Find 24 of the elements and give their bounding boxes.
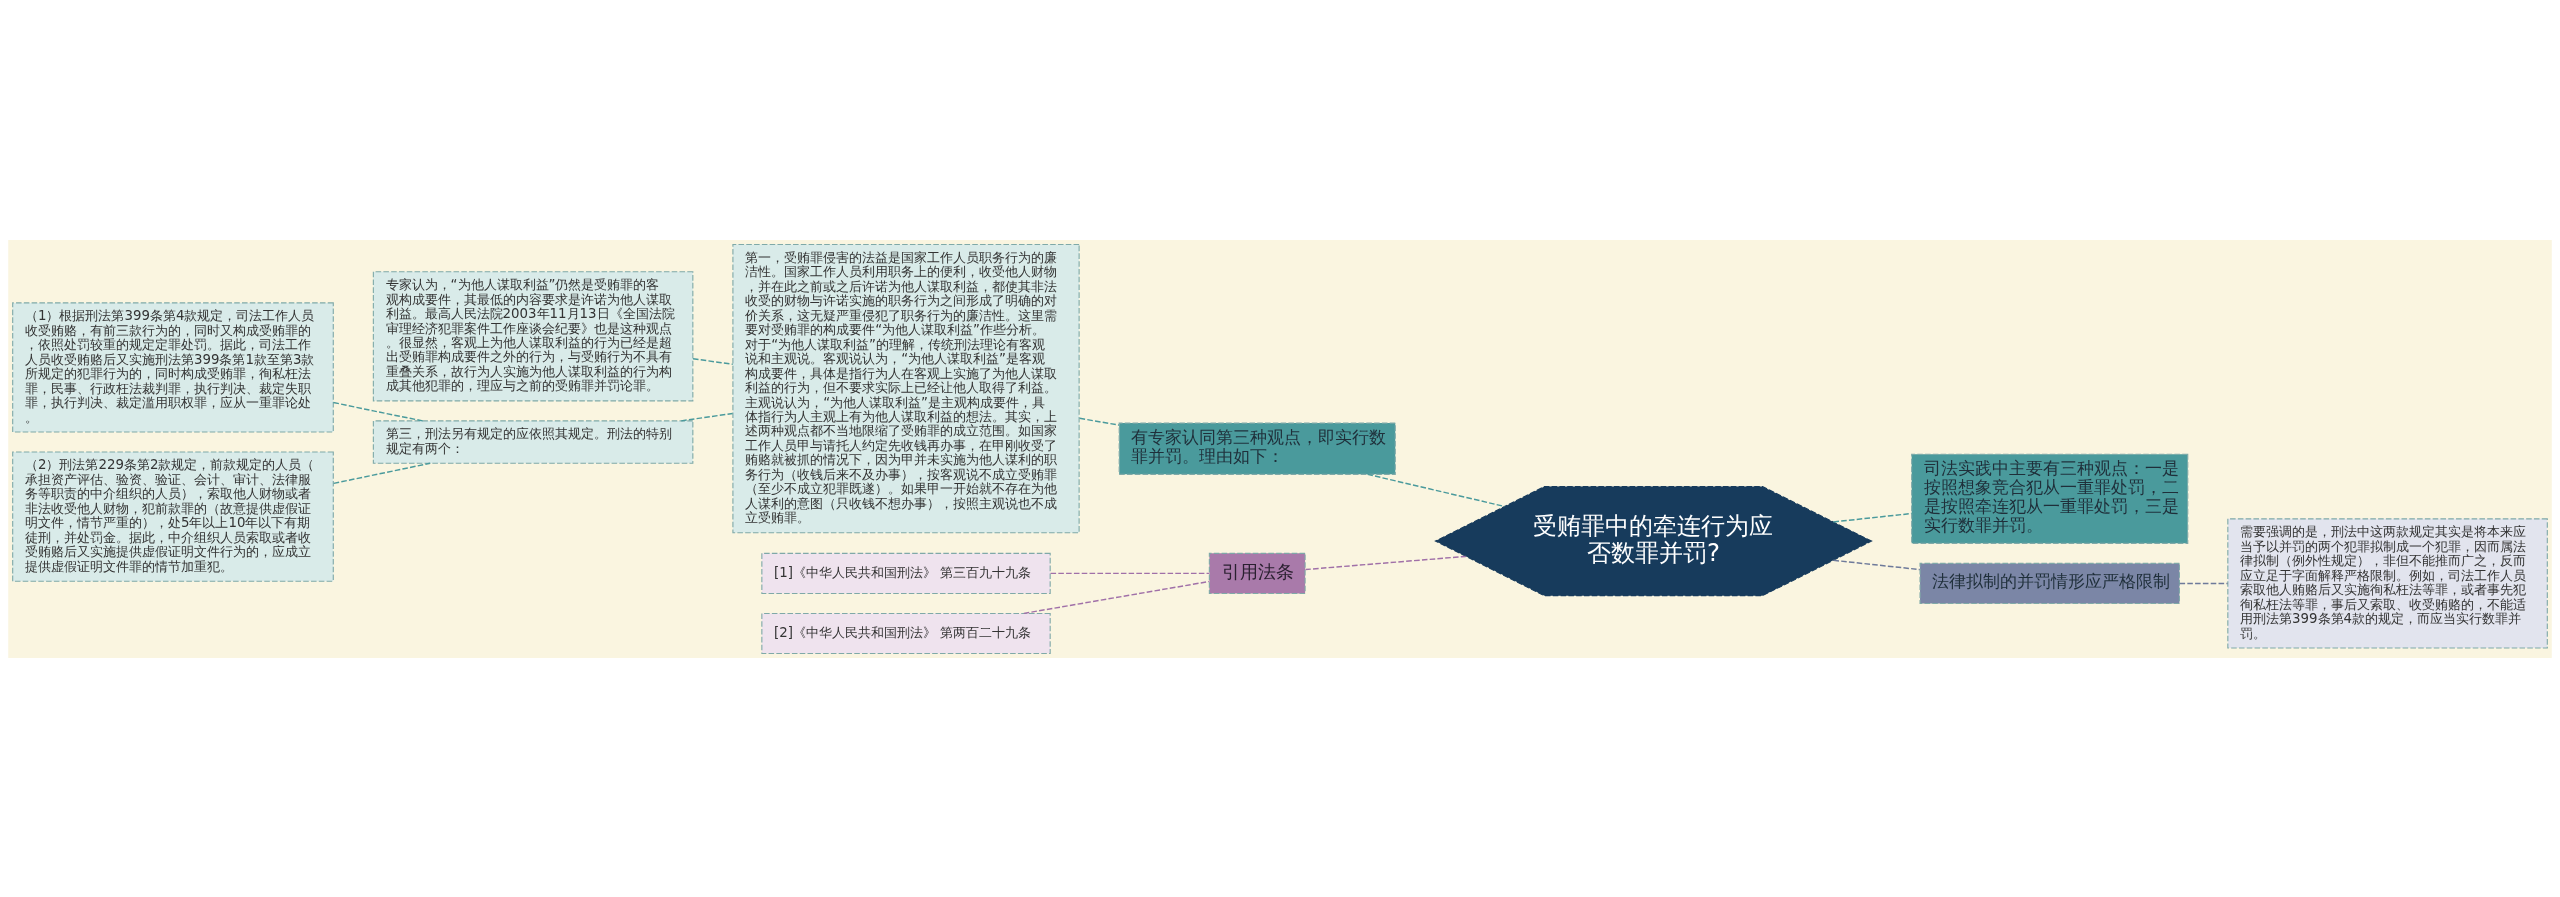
connector xyxy=(1832,559,1921,570)
node-box: （1）根据刑法第399条第4款规定，司法工作人员收受贿赂，有前三款行为的，同时又构成受贿罪的，依照处罚较重的规定定罪处罚。据此，司法工作人员收受贿赂后又实施刑法第399条第1款至第3款所规定的犯罪行为的，同时构成受贿罪，徇私枉法罪，民事、行政枉法裁判罪，执行判决、裁定失职罪，执行判决、裁定滥用职权罪，应从一重罪论处。 xyxy=(12,301,334,433)
connector xyxy=(1304,555,1467,570)
node-box: 引用法条 xyxy=(1208,552,1306,594)
connector xyxy=(332,462,431,484)
connector xyxy=(2178,582,2229,584)
node-box: 需要强调的是，刑法中这两款规定其实是将本来应当予以并罚的两个犯罪拟制成一个犯罪，因而属法律拟制（例外性规定），非但不能推而广之，反而应立足于字面解释严格限制。例如，司法工作人员索取他人贿赂后又实施徇私枉法等罪，或者事先犯徇私枉法等罪，事后又索取、收受贿赂的，不能适用刑法第399条第4款的规定，而应当实行数罪并罚。 xyxy=(2227,517,2548,649)
node-box: [1]《中华人民共和国刑法》 第三百九十九条 xyxy=(761,552,1051,594)
node-box: （2）刑法第229条第2款规定，前款规定的人员（承担资产评估、验资、验证、会计、审计、法律服务等职责的中介组织的人员），索取他人财物或者非法收受他人财物，犯前款罪的（故意提供虚假证明文件，情节严重的），处5年以上10年以下有期徒刑，并处罚金。据此，中介组织人员索取或者收受贿赂后又实施提供虚假证明文件行为的，应成立提供虚假证明文件罪的情节加重犯。 xyxy=(12,451,334,582)
connector xyxy=(1078,417,1120,426)
connector xyxy=(1832,512,1913,523)
node-box: 第三，刑法另有规定的应依照其规定。刑法的特别规定有两个： xyxy=(372,419,694,464)
node-box: 专家认为，“为他人谋取利益”仍然是受贿罪的客观构成要件，其最低的内容要求是许诺为他人谋取利益。最高人民法院2003年11月13日《全国法院审理经济犯罪案件工作座谈会纪要》也是这种观点。很显然，客观上为他人谋取利益的行为已经是超出受贿罪构成要件之外的行为，与受贿行为不具有重叠关系，故行为人实施为他人谋取利益的行为构成其他犯罪的，理应与之前的受贿罪并罚论罪。 xyxy=(372,270,694,401)
connector xyxy=(1366,473,1506,507)
connector xyxy=(332,401,424,422)
node-box: 有专家认同第三种观点，即实行数罪并罚。理由如下： xyxy=(1118,422,1396,475)
node-box: 法律拟制的并罚情形应严格限制 xyxy=(1919,562,2180,604)
connector xyxy=(1049,572,1210,574)
connector xyxy=(692,357,734,365)
node-box: [2]《中华人民共和国刑法》 第两百二十九条 xyxy=(761,612,1051,654)
connector xyxy=(1023,580,1210,614)
connector xyxy=(680,412,734,422)
node-box: 司法实践中主要有三种观点：一是按照想象竞合犯从一重罪处罚，二是按照牵连犯从一重罪处罚，三是实行数罪并罚。 xyxy=(1911,453,2189,544)
node-box: 第一，受贿罪侵害的法益是国家工作人员职务行为的廉洁性。国家工作人员利用职务上的便利，收受他人财物，并在此之前或之后许诺为他人谋取利益，都使其非法收受的财物与许诺实施的职务行为之间形成了明确的对价关系，这无疑严重侵犯了职务行为的廉洁性。这里需要对受贿罪的构成要件“为他人谋取利益”作些分析。对于“为他人谋取利益”的理解，传统刑法理论有客观说和主观说。客观说认为，“为他人谋取利益”是客观构成要件，具体是指行为人在客观上实施了为他人谋取利益的行为，但不要求实际上已经让他人取得了利益。主观说认为，“为他人谋取利益”是主观构成要件，具体指行为人主观上有为他人谋取利益的想法。其实，上述两种观点都不当地限缩了受贿罪的成立范围。如国家工作人员甲与请托人约定先收钱再办事，在甲刚收受了贿赂就被抓的情况下，因为甲并未实施为他人谋利的职务行为（收钱后来不及办事），按客观说不成立受贿罪（至少不成立犯罪既遂）。如果甲一开始就不存在为他人谋利的意图（只收钱不想办事），按照主观说也不成立受贿罪。 xyxy=(732,243,1080,533)
